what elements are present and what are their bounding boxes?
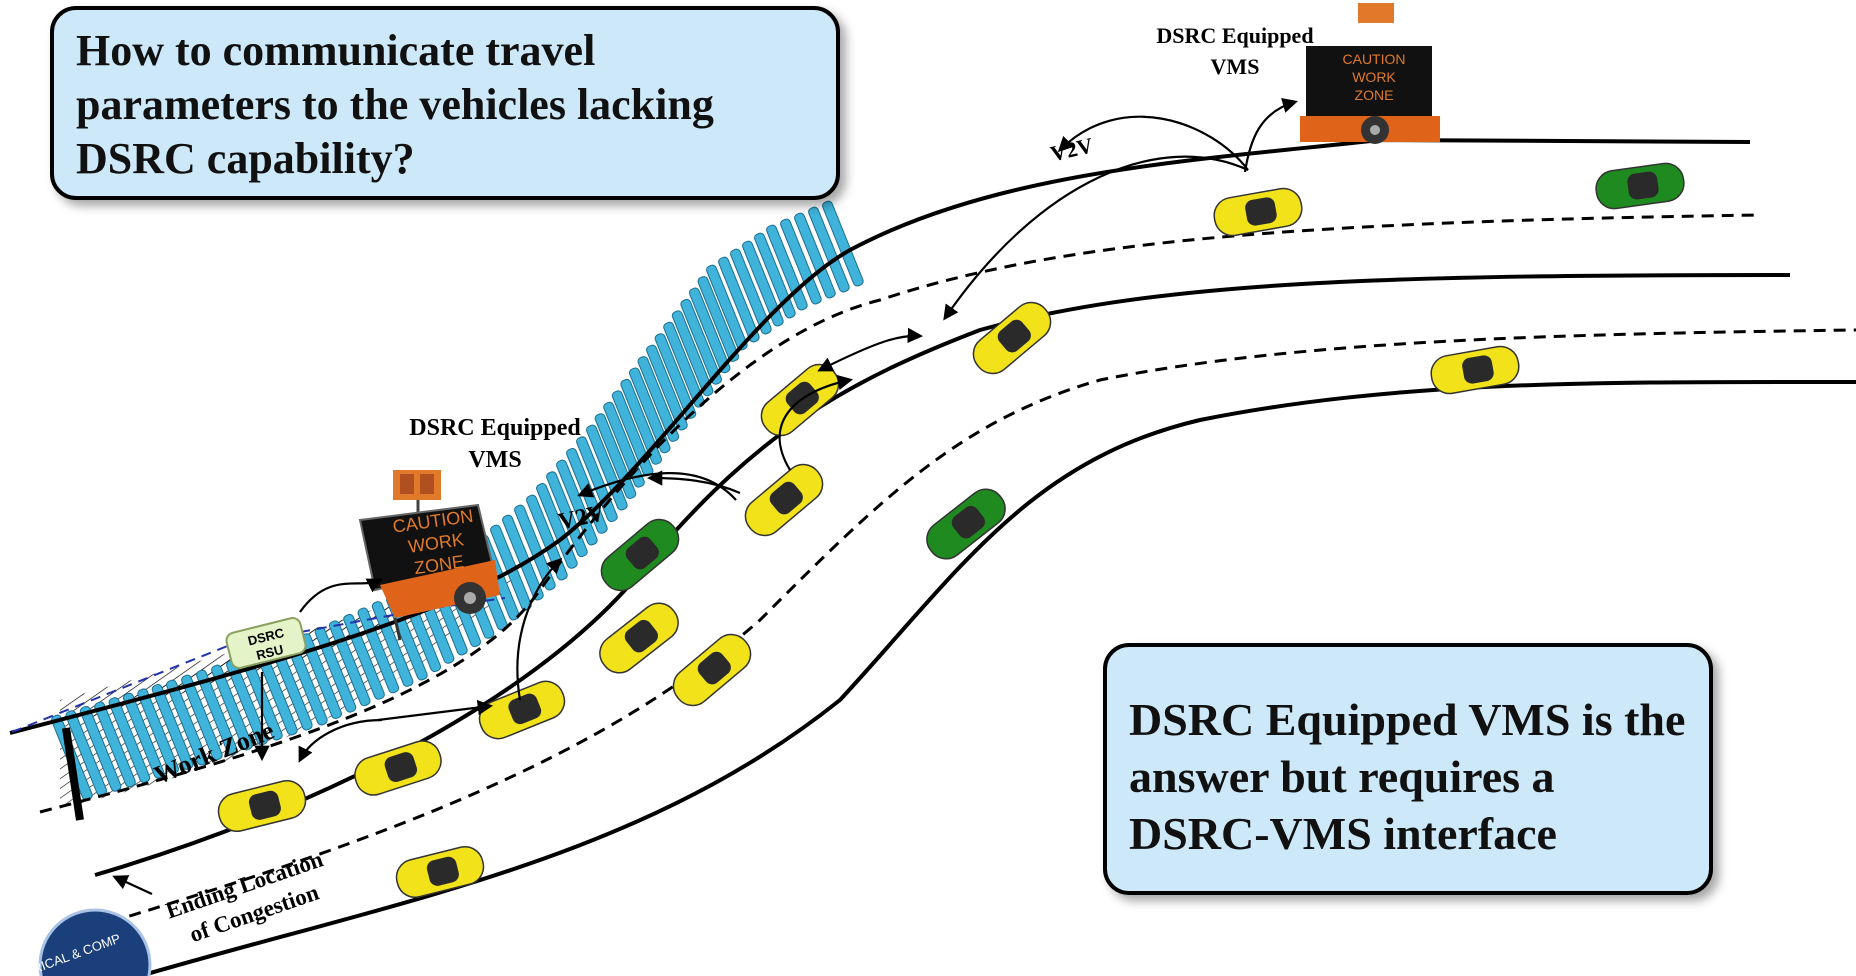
- connected-car: [972, 301, 1052, 375]
- road-edge-top: [9, 137, 1751, 735]
- congestion-bar: [166, 679, 208, 766]
- congestion-bar: [688, 287, 731, 374]
- road-edge-bottom: [139, 379, 1856, 976]
- congestion-bar: [137, 688, 179, 775]
- congestion-bar: [671, 310, 714, 397]
- congestion-bar: [780, 218, 822, 305]
- congestion-bar: [628, 367, 671, 454]
- congestion-bar: [108, 697, 151, 783]
- congestion-bar: [196, 669, 238, 756]
- unconnected-car: [1595, 162, 1685, 210]
- congestion-bar: [371, 601, 414, 687]
- sign-line: CAUTION: [1342, 51, 1406, 67]
- congestion-bar: [122, 692, 165, 779]
- congestion-bar: [546, 471, 588, 558]
- sign-line: ZONE: [1354, 87, 1394, 103]
- lane-line-1: [39, 213, 1761, 814]
- vehicles: [217, 162, 1685, 899]
- vms-left-caption: DSRC Equipped VMS: [365, 412, 625, 476]
- connected-car: [217, 779, 307, 833]
- connected-car: [478, 680, 566, 740]
- congestion-bar: [718, 256, 760, 343]
- congestion-bar: [637, 356, 680, 442]
- vms-right-caption-line2: VMS: [1210, 54, 1260, 79]
- connected-car: [354, 740, 442, 796]
- congestion-bar: [556, 459, 598, 546]
- vms-left-caption-line1: DSRC Equipped: [409, 415, 581, 441]
- unconnected-car: [926, 488, 1006, 560]
- answer-callout: DSRC Equipped VMS is the answer but requ…: [1103, 643, 1713, 895]
- connected-car: [395, 845, 485, 899]
- congestion-bar: [181, 674, 223, 761]
- connected-car: [1213, 187, 1303, 237]
- vms-right-caption: DSRC Equipped VMS: [1120, 20, 1350, 82]
- congestion-bar: [742, 240, 784, 327]
- congestion-bar: [822, 200, 864, 287]
- congestion-bar: [300, 633, 342, 720]
- congestion-bar: [94, 701, 136, 788]
- vms-right-sign-text: CAUTION WORK ZONE: [1316, 50, 1432, 104]
- connected-car: [599, 602, 679, 674]
- congestion-bars: [51, 200, 864, 801]
- congestion-bar: [808, 206, 850, 293]
- congestion-bar: [646, 344, 688, 431]
- rsu-box: [225, 617, 307, 669]
- vms-right-trailer: [1300, 3, 1440, 144]
- congestion-bar: [680, 298, 722, 385]
- work-zone-barrier: [62, 727, 84, 821]
- congestion-bar: [536, 482, 578, 569]
- congestion-bar: [226, 659, 268, 746]
- vms-left-caption-line2: VMS: [468, 447, 522, 473]
- university-logo: [38, 908, 152, 976]
- road-edge-mid: [94, 273, 1791, 877]
- congestion-bar: [706, 264, 748, 351]
- congestion-bar: [754, 232, 796, 319]
- question-callout: How to communicate travel parameters to …: [50, 6, 840, 200]
- congestion-bar: [357, 607, 400, 694]
- congestion-bar: [502, 514, 544, 601]
- congestion-bar: [514, 504, 556, 591]
- vms-left-trailer: [358, 470, 500, 641]
- rsu-dsrc-link: [11, 597, 506, 733]
- unconnected-car: [600, 518, 680, 592]
- congestion-bar: [654, 333, 697, 420]
- connected-car: [672, 633, 752, 707]
- sign-line: WORK: [1352, 69, 1396, 85]
- communication-arrows: [112, 97, 1298, 895]
- congestion-bar: [151, 684, 194, 770]
- congestion-bar: [794, 212, 836, 299]
- lane-line-2: [109, 328, 1856, 924]
- congestion-bar: [576, 436, 618, 523]
- connected-car: [744, 463, 824, 537]
- connected-car: [1430, 345, 1520, 395]
- congestion-bar: [730, 248, 772, 335]
- congestion-bar: [620, 378, 662, 465]
- congestion-bar: [697, 276, 740, 362]
- vms-right-caption-line1: DSRC Equipped: [1156, 23, 1314, 48]
- congestion-bar: [211, 664, 253, 751]
